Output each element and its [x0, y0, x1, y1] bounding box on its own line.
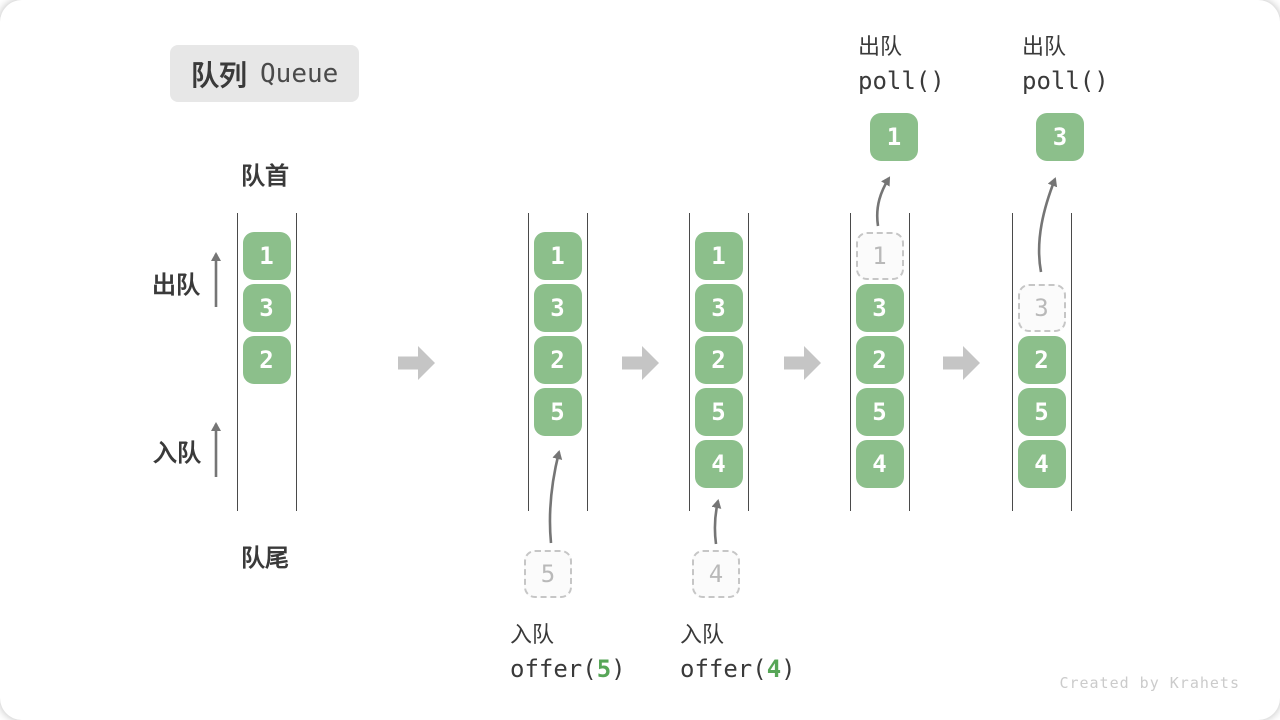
label-queue-tail: 队尾: [241, 545, 289, 572]
title-chinese: 队列: [191, 59, 248, 91]
removed-cell-ghost: 3: [1017, 284, 1066, 332]
queue-cell: 3: [694, 284, 743, 332]
queue-state-5: 3 2 5 4: [1012, 213, 1072, 511]
title-english: Queue: [260, 58, 339, 89]
next-state-arrow-icon: [943, 346, 980, 380]
queue-cell: 1: [242, 232, 291, 280]
queue-cell: 2: [694, 336, 743, 384]
poll-operation-2-code: poll(): [1022, 67, 1109, 95]
next-state-arrow-icon: [398, 346, 435, 380]
queue-state-2: 1 3 2 5: [528, 213, 588, 511]
queue-cell: 3: [533, 284, 582, 332]
removed-cell-ghost: 1: [855, 232, 904, 280]
queue-cell: 4: [855, 440, 904, 488]
queue-cell: 3: [855, 284, 904, 332]
label-dequeue-direction: 出队: [152, 272, 200, 299]
queue-cell: 5: [533, 388, 582, 436]
offer-operation-2-label: 入队: [680, 622, 725, 647]
offer-operation-1: 入队 offer(5): [510, 618, 626, 686]
incoming-value-ghost: 4: [692, 550, 740, 598]
label-enqueue-direction: 入队: [153, 440, 201, 467]
offer-operation-2: 入队 offer(4): [680, 618, 796, 686]
offer-arg: 4: [766, 655, 782, 683]
queue-cell: 1: [694, 232, 743, 280]
queue-cell: 5: [694, 388, 743, 436]
offer-operation-2-code: offer(4): [680, 655, 796, 683]
label-queue-head: 队首: [241, 163, 289, 190]
queue-cell: 3: [242, 284, 291, 332]
polled-value-box: 1: [870, 113, 918, 161]
offer-operation-1-label: 入队: [510, 622, 555, 647]
queue-cell: 2: [855, 336, 904, 384]
incoming-value-ghost: 5: [524, 550, 572, 598]
queue-state-4: 1 3 2 5 4: [850, 213, 910, 511]
watermark: Created by Krahets: [1059, 674, 1240, 692]
queue-state-3: 1 3 2 5 4: [689, 213, 749, 511]
poll-operation-2: 出队 poll(): [1022, 30, 1109, 98]
next-state-arrow-icon: [622, 346, 659, 380]
queue-cell: 2: [533, 336, 582, 384]
next-state-arrow-icon: [784, 346, 821, 380]
queue-cell: 2: [242, 336, 291, 384]
poll-operation-1-label: 出队: [858, 34, 903, 59]
offer-operation-1-code: offer(5): [510, 655, 626, 683]
poll-operation-2-label: 出队: [1022, 34, 1067, 59]
queue-state-1: 1 3 2: [237, 213, 297, 511]
queue-cell: 2: [1017, 336, 1066, 384]
queue-cell: 5: [1017, 388, 1066, 436]
offer-arg: 5: [596, 655, 612, 683]
poll-operation-1-code: poll(): [858, 67, 945, 95]
queue-cell: 5: [855, 388, 904, 436]
queue-cell: 4: [694, 440, 743, 488]
queue-cell: 1: [533, 232, 582, 280]
poll-operation-1: 出队 poll(): [858, 30, 945, 98]
polled-value-box: 3: [1036, 113, 1084, 161]
queue-cell: 4: [1017, 440, 1066, 488]
title-badge: 队列 Queue: [170, 45, 360, 102]
